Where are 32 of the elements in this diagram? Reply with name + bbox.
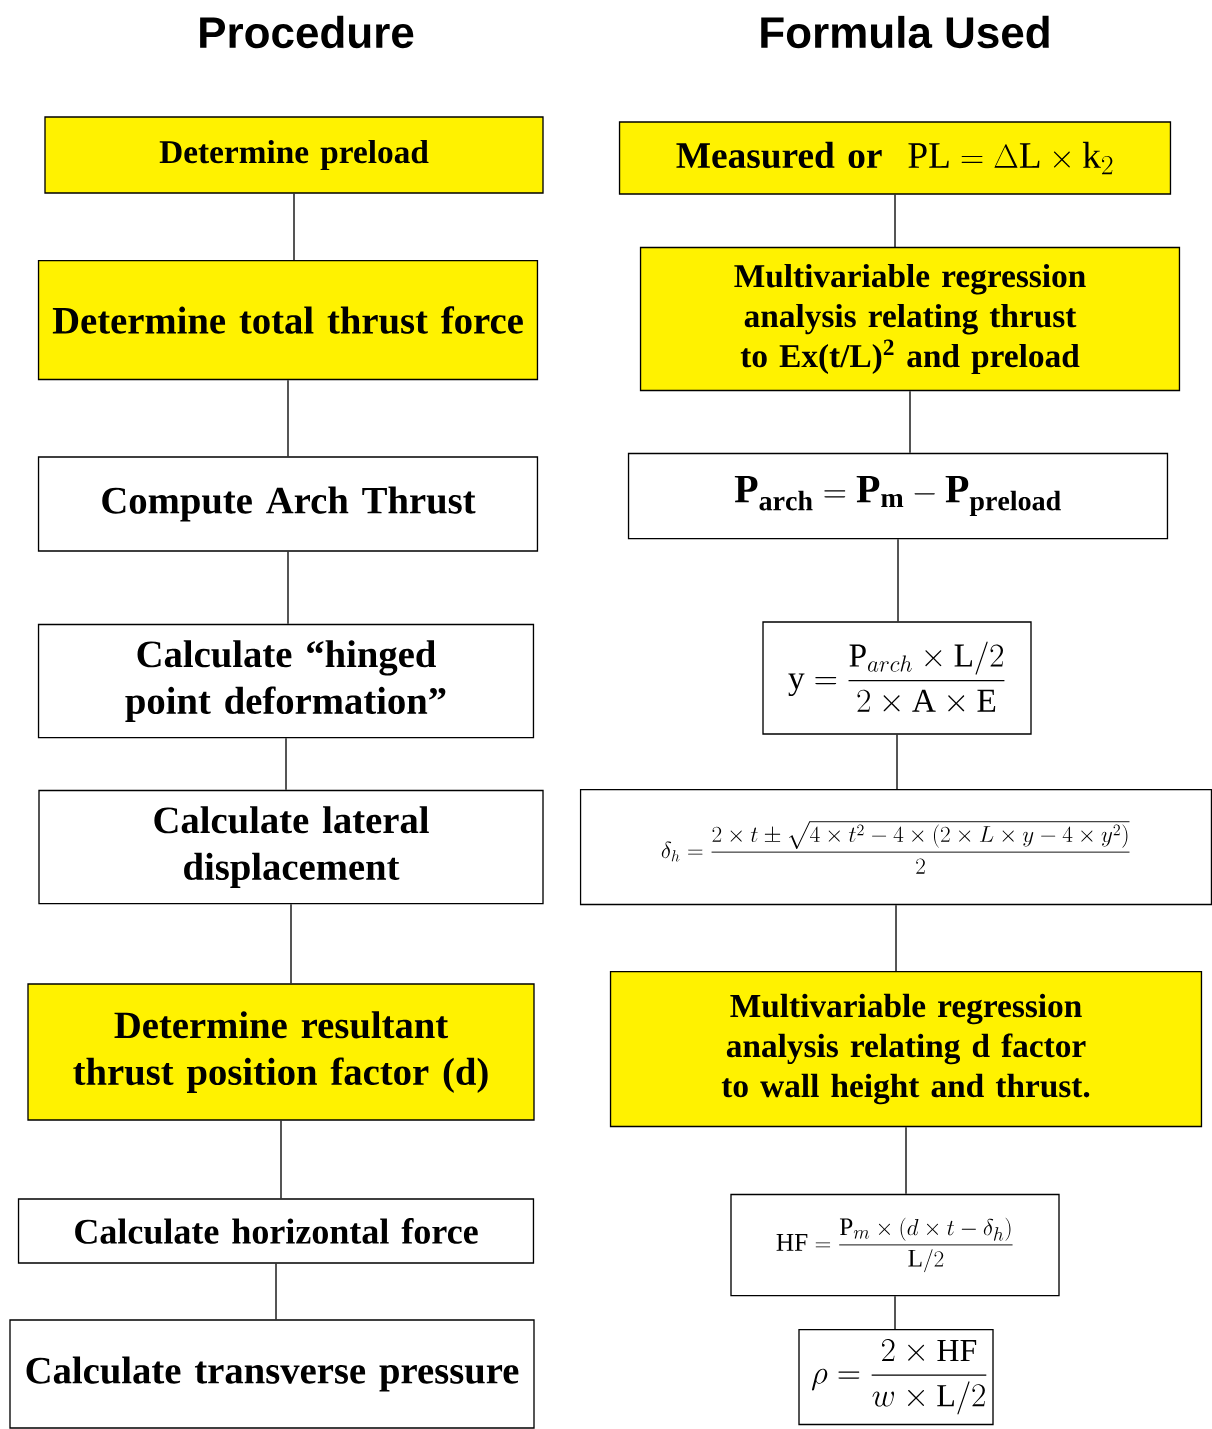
connector-line (293, 193, 295, 261)
formula-box: $\delta_h = \frac{2 \times t \pm \sqrt{4 \times t^2 - 4 \times \left(2 \times L \times y - 4 \times y^2\right)}}{2}$ (579, 788, 1212, 906)
formula-box: $\mathrm{HF} = \frac{\mathrm{P}_m \times \left(d \times t - \delta_h\right)}{\mathrm{L}/2}$ (730, 1193, 1060, 1297)
connector-line (909, 390, 911, 454)
formula-box: $\mathbf{P_{arch} = P_{m} - P_{preload}}$ (627, 452, 1169, 540)
connector-line (280, 1120, 282, 1199)
connector-line (894, 1295, 896, 1330)
connector-line (895, 904, 897, 972)
process-box: Calculate horizontal force (17, 1198, 535, 1264)
process-box: Multivariable regression analysis relating thrust to Ex(t/L)$^{2}$ and preload (639, 246, 1181, 392)
process-box: Multivariable regression analysis relating d factor to wall height and thrust. (609, 970, 1203, 1128)
column-heading: Formula Used (761, 15, 1049, 49)
process-box: Calculate “hinged point deformation” (37, 623, 535, 739)
process-box: Measured or $\mathrm{PL} = \Delta \mathrm{L} \times \mathrm{k}_2$ (618, 121, 1172, 195)
connector-line (287, 551, 289, 625)
process-box: Determine resultant thrust position factor (d) (27, 983, 535, 1121)
connector-line (894, 194, 896, 248)
connector-line (905, 1126, 907, 1195)
formula-box: $\rho = \frac{2 \times \mathrm{HF}}{w \times \mathrm{L}/2}$ (798, 1328, 994, 1426)
process-box: Calculate transverse pressure (9, 1319, 535, 1429)
process-box: Calculate lateral displacement (38, 789, 544, 905)
column-heading: Procedure (200, 15, 414, 49)
connector-line (275, 1263, 277, 1320)
process-box: Determine total thrust force (37, 259, 539, 381)
process-box: Determine preload (44, 116, 544, 194)
process-box: Compute Arch Thrust (37, 456, 539, 552)
connector-line (285, 737, 287, 791)
connector-line (287, 379, 289, 457)
connector-line (896, 734, 898, 790)
connector-line (897, 538, 899, 622)
connector-line (290, 903, 292, 984)
formula-box: $\mathrm{y} = \frac{\mathrm{P}_{arch} \times \mathrm{L}/2}{2 \times \mathrm{A} \times \mathrm{E}}$ (762, 621, 1032, 735)
